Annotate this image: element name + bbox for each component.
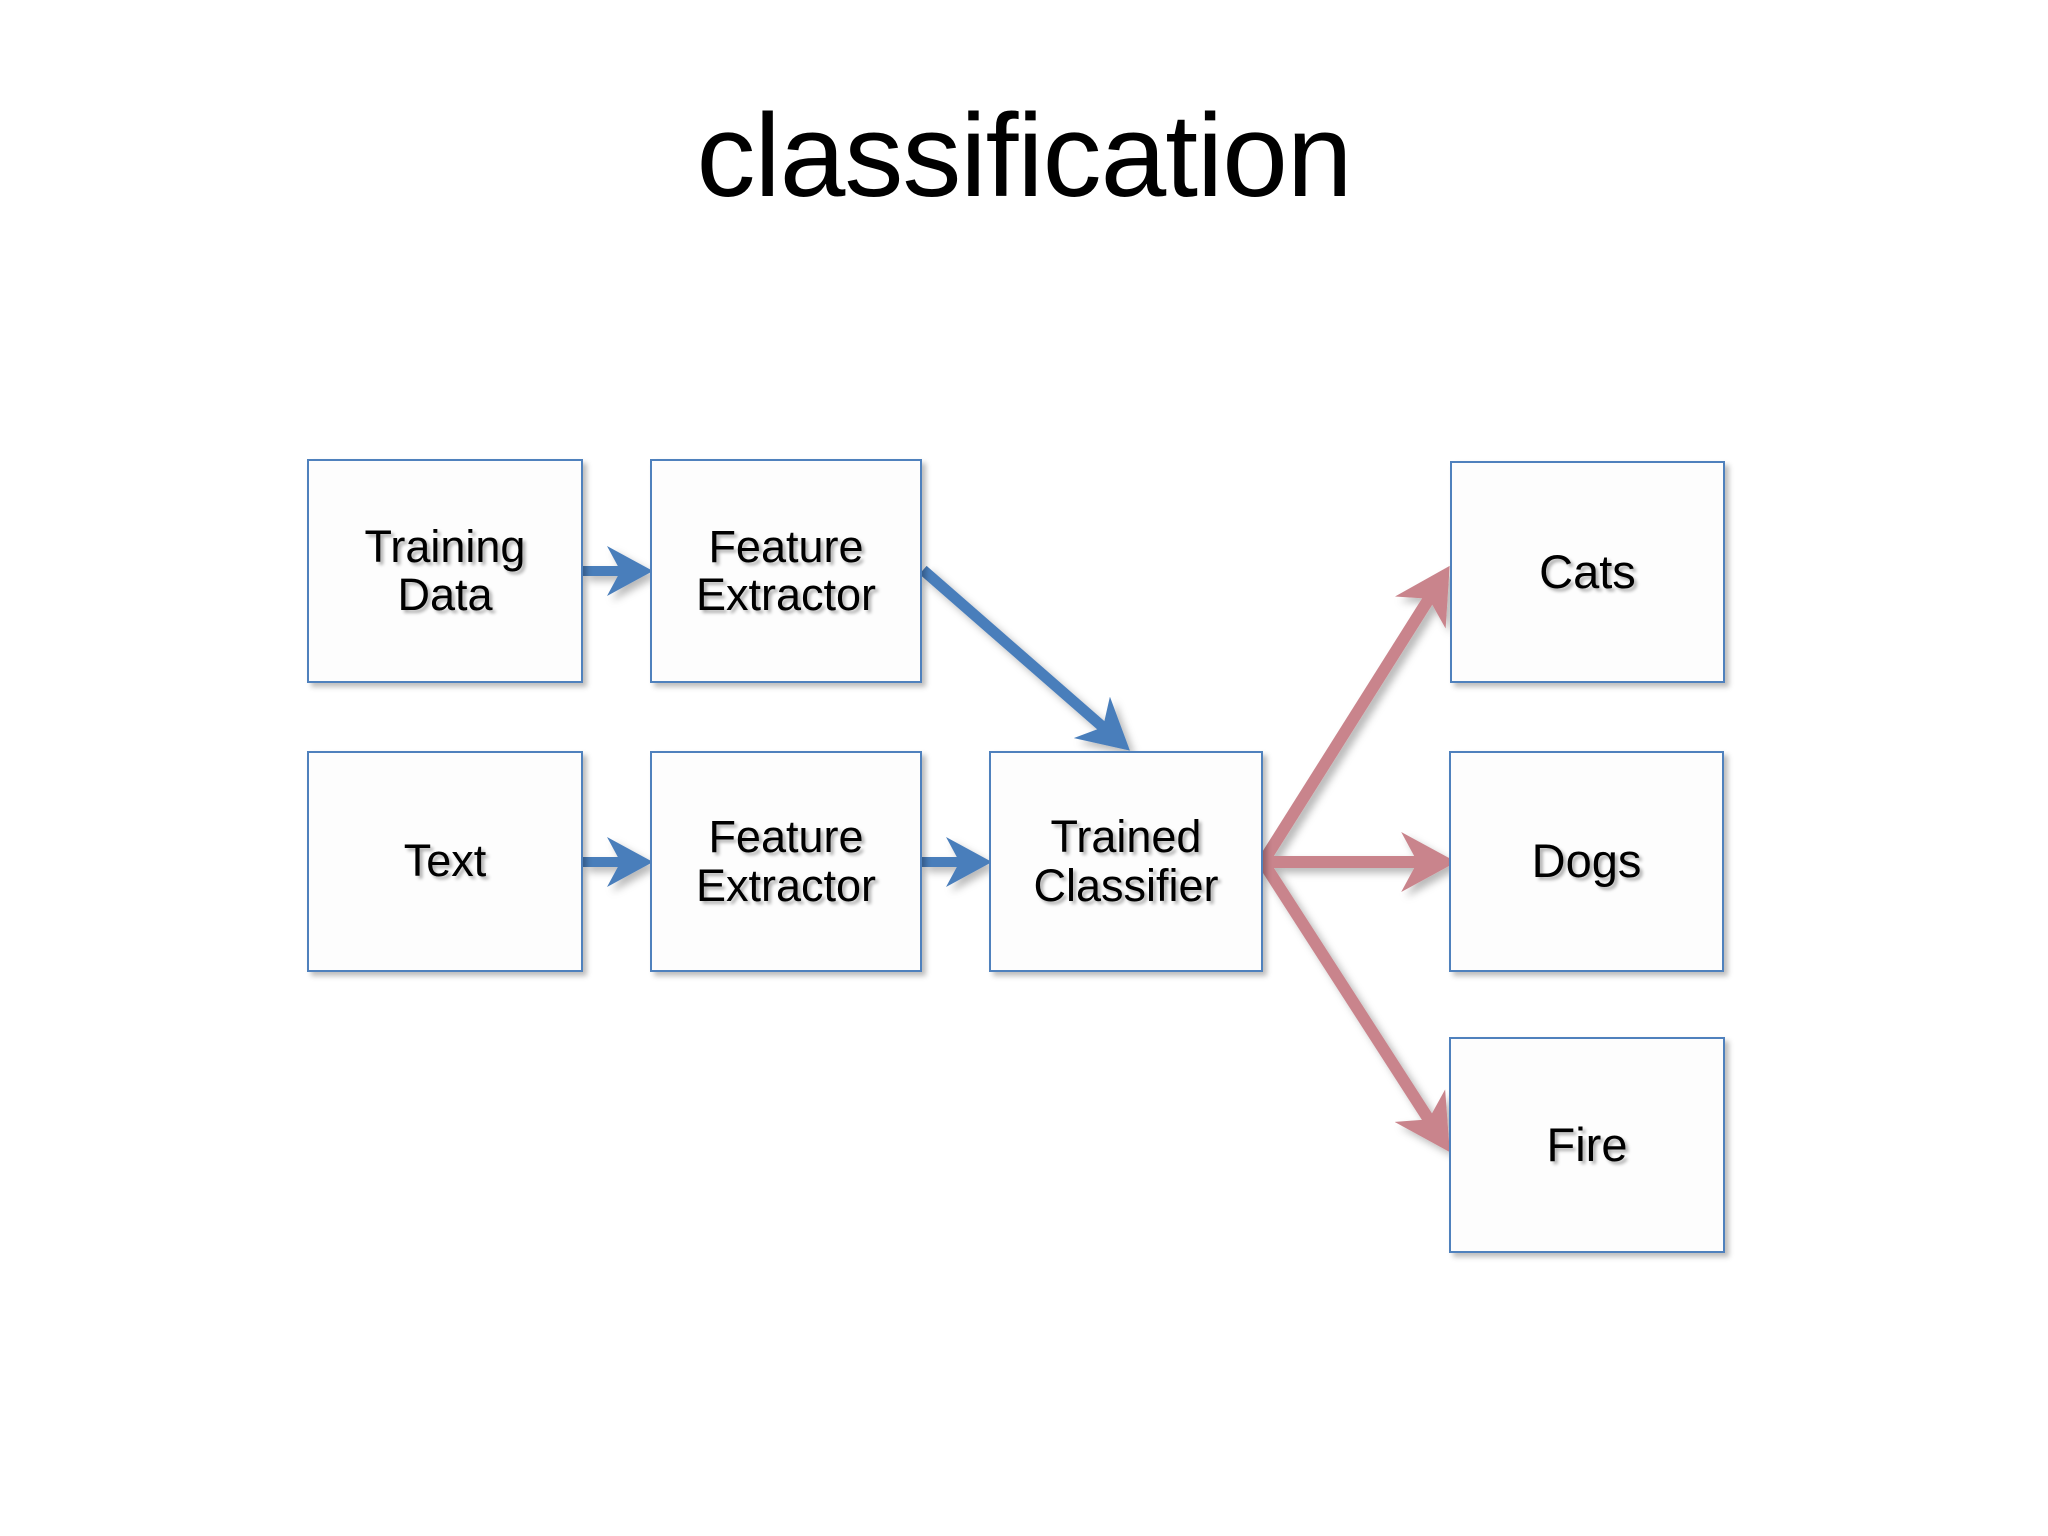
node-feature-extractor-1[interactable]: Feature Extractor [650,459,922,683]
node-text-label: Text [403,835,487,887]
page-title: classification [696,90,1353,222]
node-fire-label: Fire [1546,1117,1628,1171]
edge-trained-classifier-to-fire [1257,858,1450,1153]
node-training-data-label: Training Data [364,520,526,620]
node-dogs-label: Dogs [1531,834,1642,888]
node-feature-extractor-1-label: Feature Extractor [695,520,877,620]
node-trained-classifier-label: Trained Classifier [1033,811,1219,911]
node-trained-classifier[interactable]: Trained Classifier [989,751,1263,972]
node-dogs[interactable]: Dogs [1449,751,1724,972]
edge-feature-extractor-1-to-trained-classifier [919,565,1130,751]
node-training-data[interactable]: Training Data [307,459,583,683]
node-cats[interactable]: Cats [1450,461,1725,683]
node-text[interactable]: Text [307,751,583,972]
node-fire[interactable]: Fire [1449,1037,1725,1253]
node-cats-label: Cats [1539,544,1636,598]
node-feature-extractor-2[interactable]: Feature Extractor [650,751,922,972]
node-feature-extractor-2-label: Feature Extractor [695,811,877,911]
edge-trained-classifier-to-cats [1257,565,1450,866]
